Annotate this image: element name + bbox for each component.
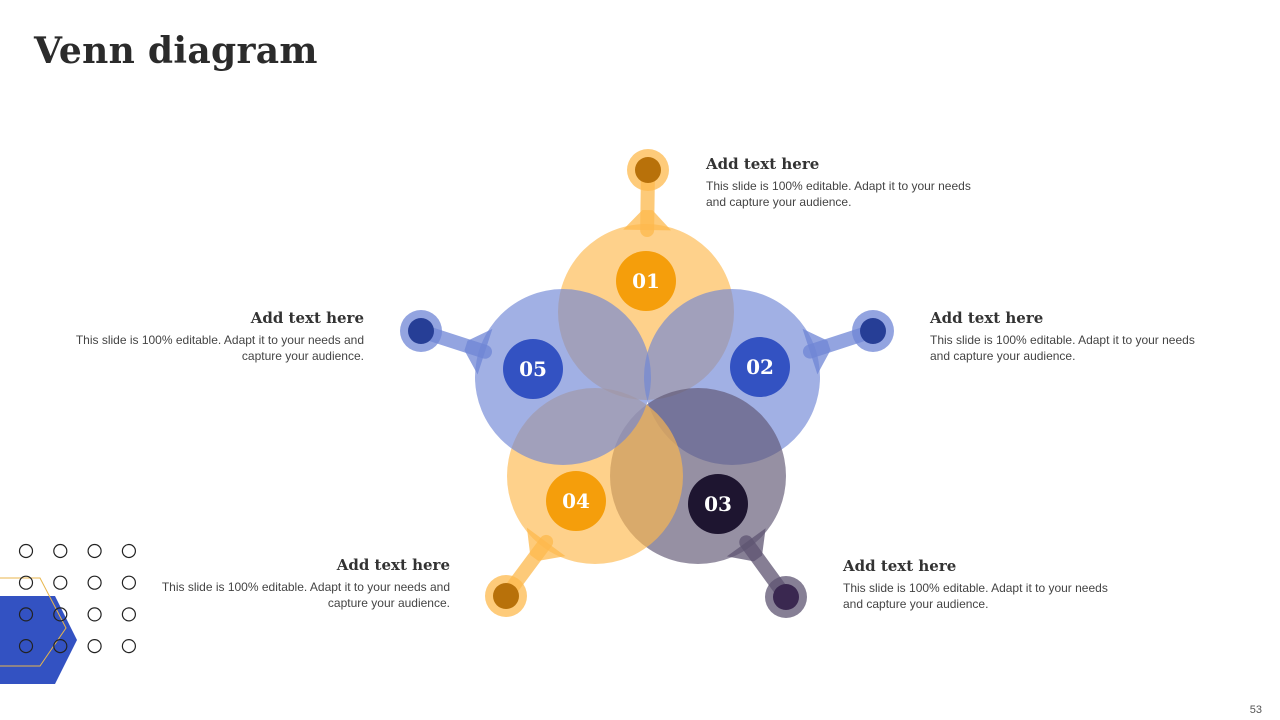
slide-number: 53 (1249, 704, 1262, 716)
decorative-dot (53, 638, 68, 654)
decorative-dot (87, 638, 102, 654)
number-badge-label: 05 (519, 357, 547, 381)
petal-drop-core-05 (408, 318, 434, 344)
number-badges: 01 02 03 04 05 (503, 251, 790, 534)
decorative-dot (87, 543, 102, 559)
decorative-dot (121, 607, 136, 622)
number-badge-label: 02 (746, 355, 774, 379)
text-block-04: Add text here This slide is 100% editabl… (160, 556, 450, 611)
text-block-01: Add text here This slide is 100% editabl… (706, 155, 976, 210)
number-badge-label: 01 (632, 269, 660, 293)
text-block-body: This slide is 100% editable. Adapt it to… (706, 179, 971, 209)
text-block-body: This slide is 100% editable. Adapt it to… (843, 581, 1108, 611)
number-badge-04 (546, 471, 606, 531)
decorative-dot (18, 607, 34, 622)
number-badge-label: 04 (562, 489, 590, 513)
decorative-dot (121, 543, 136, 559)
venn-circle-05 (475, 289, 651, 465)
number-badge-05 (503, 339, 563, 399)
decorative-dot-grid (18, 543, 136, 654)
decorative-dot (121, 575, 136, 590)
page-title: Venn diagram (34, 30, 318, 72)
decorative-dot (87, 607, 102, 622)
decorative-dot (121, 638, 136, 654)
decorative-dot (18, 543, 34, 559)
petal-drop-core-02 (860, 318, 886, 344)
number-badge-label: 03 (704, 492, 732, 516)
petal-drop-core-03 (773, 584, 799, 610)
petal-drop-core-04 (493, 583, 519, 609)
number-badge-01 (616, 251, 676, 311)
decorative-hexagon (0, 577, 77, 684)
text-block-heading: Add text here (336, 556, 450, 574)
decorative-dot (53, 607, 68, 622)
decorative-dot (18, 575, 34, 590)
decorative-dot (53, 575, 68, 590)
text-block-body: This slide is 100% editable. Adapt it to… (75, 333, 364, 363)
number-badge-03 (688, 474, 748, 534)
text-block-05: Add text here This slide is 100% editabl… (74, 309, 364, 364)
text-block-heading: Add text here (250, 309, 364, 327)
text-block-body: This slide is 100% editable. Adapt it to… (930, 333, 1195, 363)
number-badge-02 (730, 337, 790, 397)
text-block-02: Add text here This slide is 100% editabl… (930, 309, 1200, 364)
text-block-03: Add text here This slide is 100% editabl… (843, 557, 1113, 612)
text-block-body: This slide is 100% editable. Adapt it to… (161, 580, 450, 610)
petal-drop-core-01 (635, 157, 661, 183)
text-block-heading: Add text here (930, 309, 1044, 327)
decorative-dot (53, 543, 68, 559)
text-block-heading: Add text here (843, 557, 957, 575)
decorative-dot (87, 575, 102, 590)
text-block-heading: Add text here (706, 155, 820, 173)
decorative-dot (18, 638, 34, 654)
